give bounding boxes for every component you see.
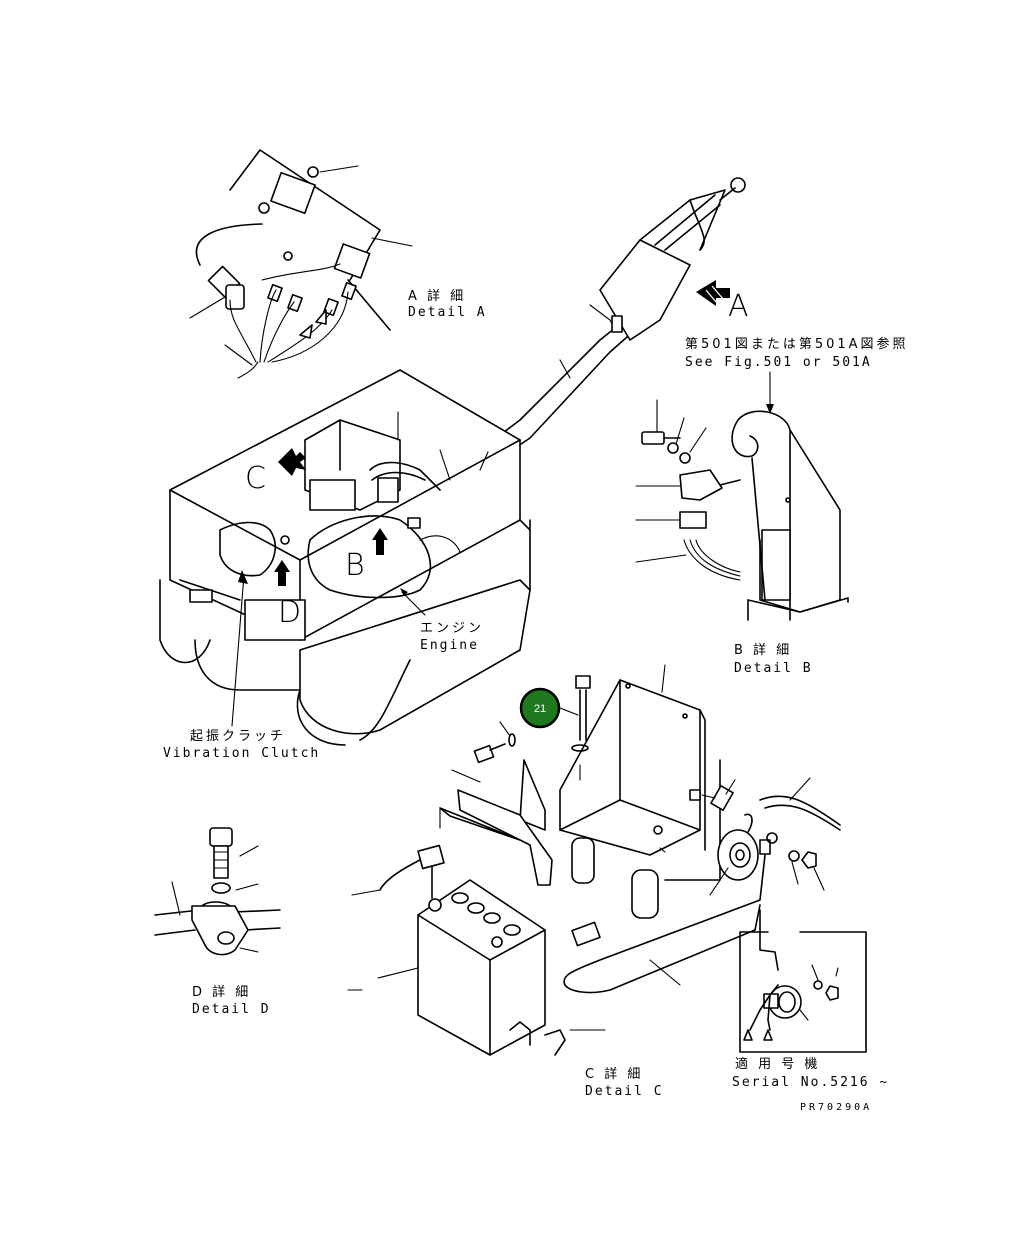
view-d-arrow <box>274 560 290 586</box>
view-c-letter: C <box>245 461 266 496</box>
detail-d-drawing <box>154 827 281 956</box>
machine-body <box>159 369 531 746</box>
engine-label-en: Engine <box>420 638 479 653</box>
detail-a-label-jp: A 詳 細 <box>408 288 466 304</box>
handle-assembly <box>435 177 746 494</box>
detail-c-label-en: Detail C <box>585 1084 664 1099</box>
detail-a-drawing <box>189 149 413 379</box>
view-b-arrow <box>372 528 388 555</box>
see-fig-label-jp: 第501図または第501A図参照 <box>685 336 909 352</box>
view-a-arrow <box>696 280 730 306</box>
detail-b-label-jp: B 詳 細 <box>734 642 792 658</box>
callout-21[interactable]: 21 <box>519 687 561 729</box>
view-c-arrow <box>278 448 306 476</box>
view-b-letter: B <box>345 548 365 583</box>
callout-21-number[interactable]: 21 <box>534 703 546 715</box>
see-fig-label-en: See Fig.501 or 501A <box>685 355 872 370</box>
detail-c-drawing <box>347 664 841 1056</box>
serial-label-en: Serial No.5216 ~ <box>732 1075 889 1090</box>
engine-label-jp: エンジン <box>420 621 484 636</box>
view-a-letter: A <box>728 289 749 324</box>
detail-d-label-en: Detail D <box>192 1002 271 1017</box>
detail-c-label-jp: C 詳 細 <box>585 1066 643 1082</box>
serial-inset-drawing <box>739 909 867 1053</box>
callout-21-circle[interactable] <box>519 687 561 729</box>
detail-b-label-en: Detail B <box>734 661 813 676</box>
detail-a-label-en: Detail A <box>408 305 487 320</box>
detail-d-label-jp: D 詳 細 <box>192 984 251 1000</box>
drawing-code: PR70290A <box>800 1102 872 1113</box>
serial-label-jp: 適 用 号 機 <box>735 1056 820 1072</box>
view-d-letter: D <box>278 595 301 630</box>
vibration-label-en: Vibration Clutch <box>163 746 320 761</box>
detail-b-drawing <box>635 399 849 621</box>
vibration-label-jp: 起振クラッチ <box>190 729 286 744</box>
